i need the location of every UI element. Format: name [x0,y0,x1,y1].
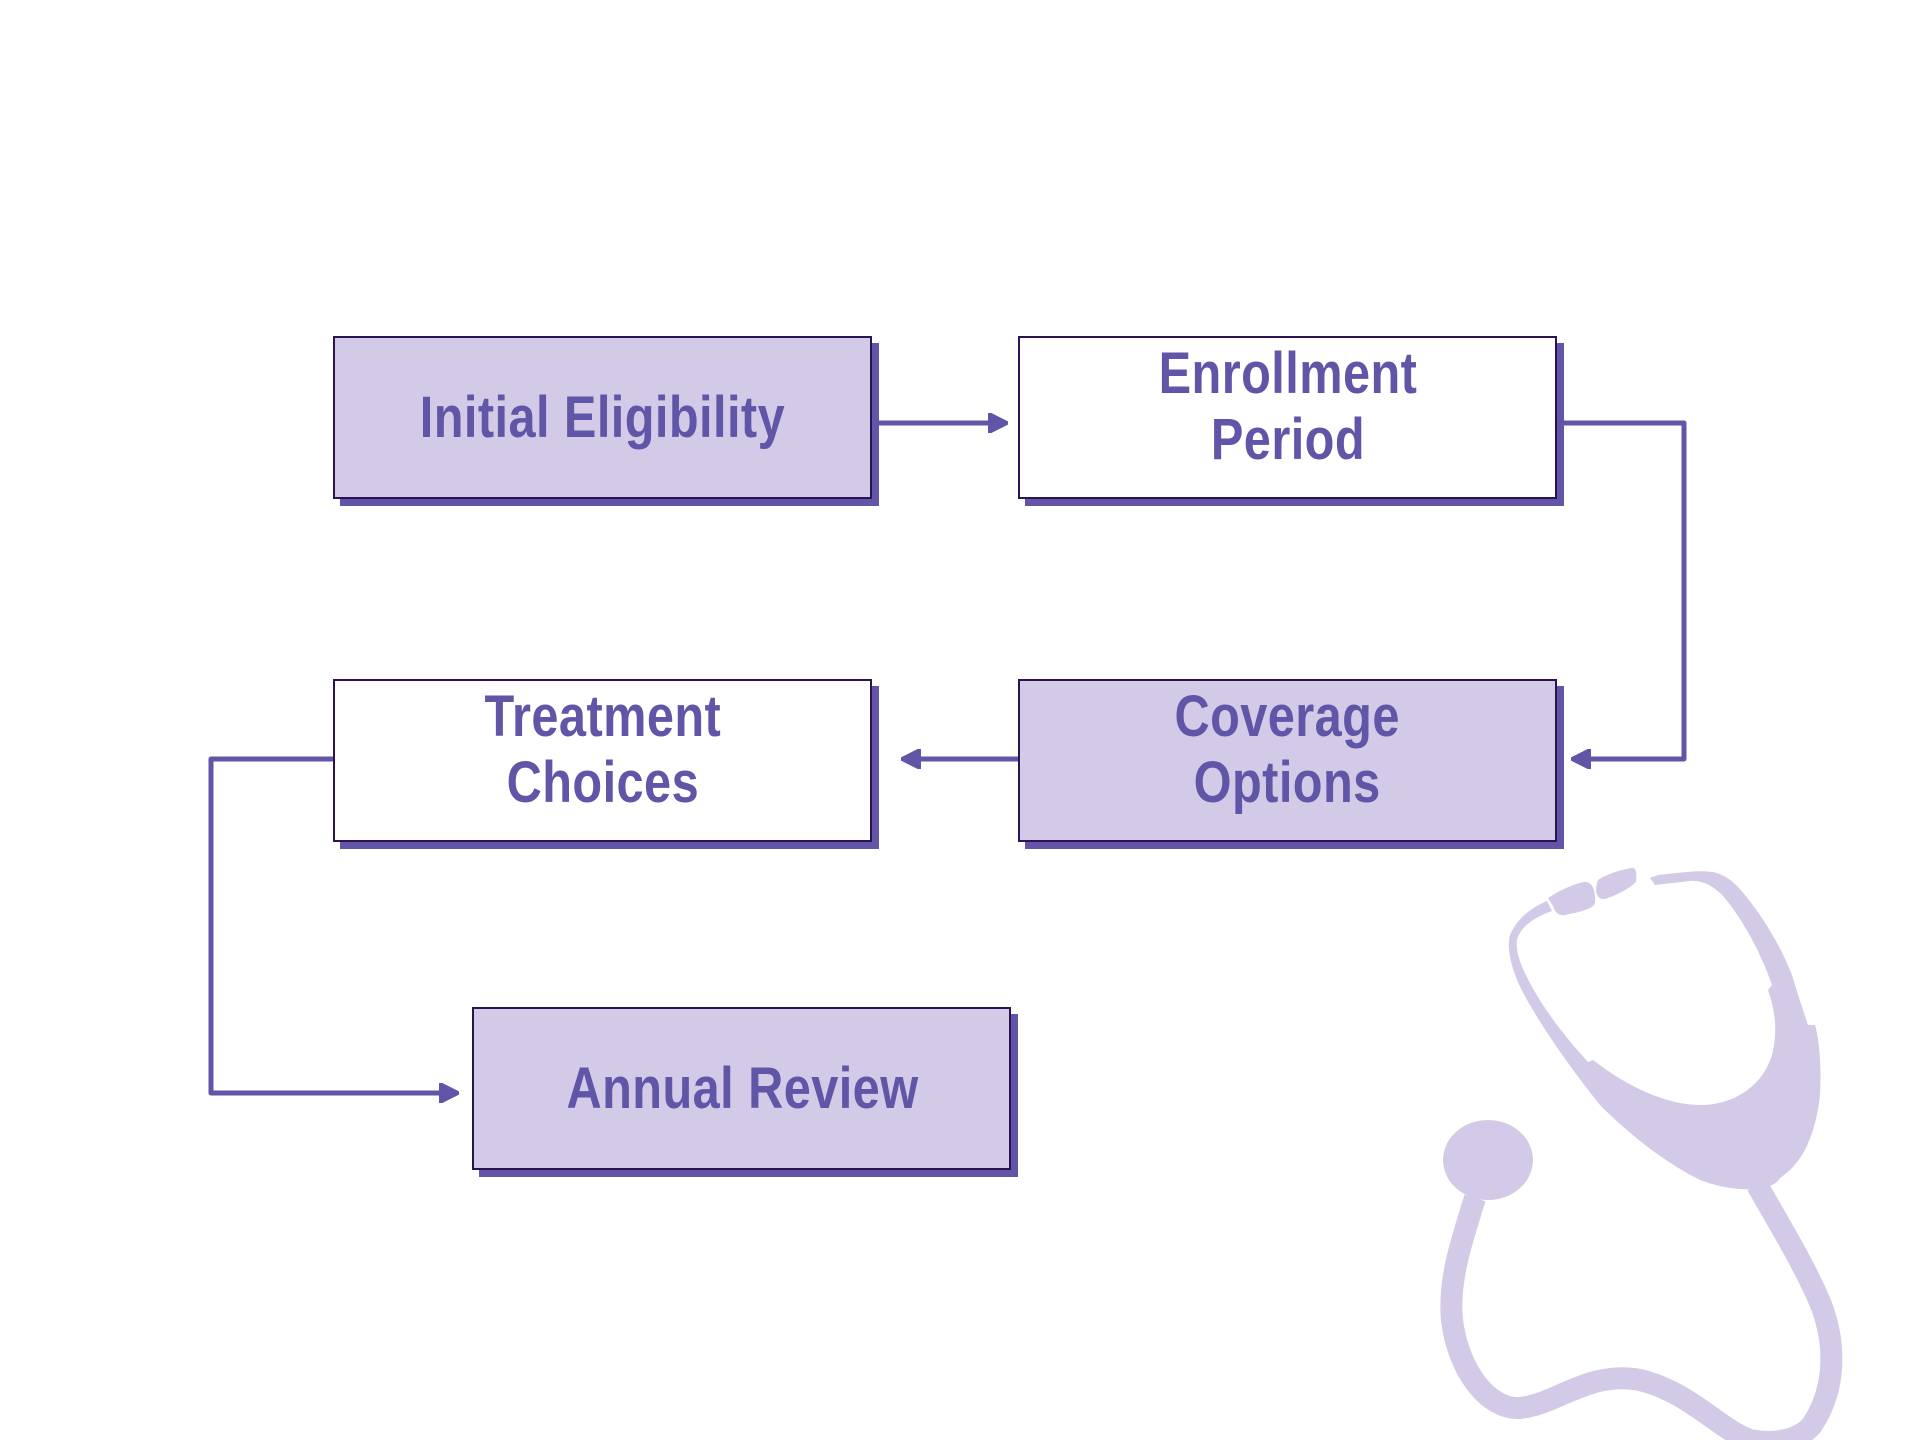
stethoscope-icon [1443,868,1821,1200]
node-label: Enrollment Period [1158,340,1417,472]
node-coverage-options[interactable]: Coverage Options [1018,679,1557,842]
stethoscope-earpiece-left [1548,881,1596,916]
stethoscope-headset [1508,871,1821,1190]
stethoscope-tubing [1440,1179,1843,1440]
edge-enrollment-period-to-coverage-options [1563,420,1687,759]
node-label: Coverage Options [1174,683,1401,815]
node-annual-review[interactable]: Annual Review [472,1007,1011,1170]
stethoscope-earpiece-right [1596,868,1637,900]
node-label: Treatment Choices [484,683,721,815]
node-treatment-choices[interactable]: Treatment Choices [333,679,872,842]
edge-treatment-choices-to-annual-review [208,756,455,1093]
node-initial-eligibility[interactable]: Initial Eligibility [333,336,872,499]
stethoscope-chestpiece [1443,1120,1533,1200]
node-label: Initial Eligibility [419,384,786,450]
node-label: Annual Review [566,1055,919,1121]
node-enrollment-period[interactable]: Enrollment Period [1018,336,1557,499]
